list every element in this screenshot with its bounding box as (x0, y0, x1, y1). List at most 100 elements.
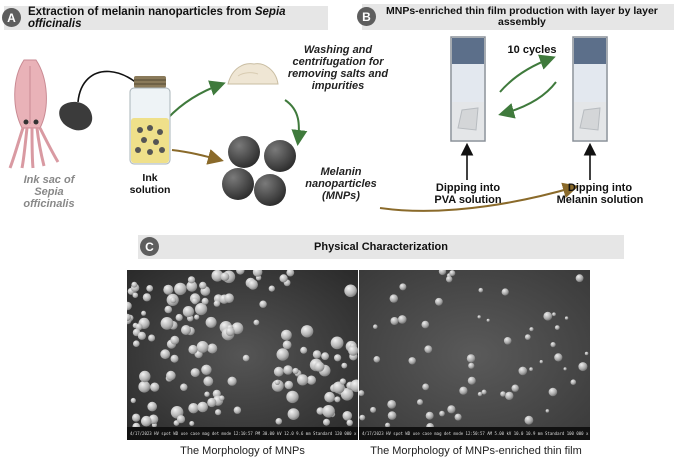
sem-particle (481, 389, 487, 395)
sem-particle (252, 270, 263, 277)
sem-left-info-bar: 4/17/2023 HV spot WD use case mag det mo… (127, 427, 358, 440)
panel-b-banner: MNPs-enriched thin film production with … (362, 4, 674, 30)
sem-particle (467, 376, 476, 385)
sem-particle (148, 334, 156, 342)
sem-particle (539, 360, 543, 364)
sem-particle (284, 380, 294, 390)
sem-particle (220, 272, 230, 281)
sem-particle (195, 303, 208, 316)
sem-particle (500, 391, 506, 397)
sem-particle (334, 354, 342, 362)
sem-particle (330, 336, 344, 350)
sem-particle (170, 297, 177, 304)
sem-particle (468, 362, 475, 369)
powder-icon (227, 63, 279, 85)
sem-left-particles (127, 270, 358, 440)
sem-particle (213, 300, 221, 307)
sem-particle (348, 345, 358, 356)
sem-particle (138, 380, 151, 393)
sem-particle (141, 310, 147, 316)
sem-particle (341, 362, 348, 369)
sem-particle (359, 390, 365, 397)
sem-particle (554, 353, 563, 362)
sem-particle (387, 411, 397, 420)
sem-particle (176, 415, 186, 424)
sem-particle (207, 343, 218, 354)
sem-particle (130, 397, 136, 404)
sem-particle (459, 386, 468, 395)
sem-right-info-bar: 4/17/2023 HV spot WD use case mag det mo… (359, 427, 590, 440)
sem-particle (187, 276, 196, 284)
sem-particle (563, 367, 567, 371)
sem-particle (160, 349, 171, 360)
sem-particle (166, 370, 176, 381)
sem-particle (439, 410, 445, 417)
sem-particle (300, 346, 308, 354)
panel-b-badge: B (357, 7, 376, 26)
sem-particle (543, 311, 553, 321)
sem-particle (292, 367, 299, 375)
sem-particle (529, 367, 533, 372)
sem-particle (182, 306, 194, 318)
sem-particle (191, 297, 199, 305)
sem-particle (344, 284, 357, 298)
panel-c-title: Physical Characterization (314, 241, 448, 253)
sem-particle (205, 316, 217, 328)
sem-particle (146, 285, 154, 292)
melanin-cuvette (572, 36, 608, 142)
sem-particle (132, 413, 141, 422)
sem-particle (552, 312, 556, 317)
sem-particle (454, 413, 462, 421)
sem-particle (417, 399, 423, 406)
sem-particle (236, 270, 245, 275)
sem-particle (196, 341, 209, 353)
sem-particle (373, 356, 381, 363)
sem-particle (141, 415, 152, 427)
sem-particle (253, 319, 260, 326)
sem-particle (204, 391, 210, 397)
squid-illustration (8, 59, 60, 169)
sem-particle (340, 388, 354, 401)
sem-particle (524, 415, 534, 425)
sem-particle (550, 342, 556, 348)
sem-particle (316, 407, 325, 415)
sem-particle (438, 270, 447, 276)
sem-particle (477, 391, 483, 397)
ink-solution-label: Ink solution (129, 172, 171, 196)
panel-c-badge: C (140, 237, 159, 256)
sem-particle (242, 354, 250, 362)
sem-particle (529, 327, 534, 332)
sem-particle (478, 287, 484, 293)
sem-particle (170, 335, 180, 345)
sem-particle (447, 405, 456, 414)
washing-label: Washing and centrifugation for removing … (287, 44, 389, 92)
sem-particle (224, 293, 234, 303)
mnp-label: Melanin nanoparticles (MNPs) (305, 166, 377, 202)
sem-particle (273, 366, 284, 377)
sem-particle (306, 375, 316, 385)
sem-particle (201, 364, 212, 375)
sem-particle (279, 274, 288, 283)
sem-particle (133, 340, 140, 347)
sem-particle (287, 408, 300, 420)
ink-solution-jar (129, 76, 171, 165)
sem-particle (321, 352, 329, 361)
sem-particle (477, 315, 481, 319)
panel-b-title: MNPs-enriched thin film production with … (386, 5, 658, 28)
sem-particle (359, 414, 366, 421)
panel-a-badge: A (2, 8, 21, 27)
sem-particle (346, 419, 353, 426)
sem-particle (259, 300, 267, 308)
sem-particle (449, 270, 456, 277)
sem-particle (389, 294, 398, 303)
sem-particle (174, 282, 187, 296)
sem-particle (211, 270, 224, 282)
sem-particle (275, 418, 283, 425)
sem-particle (486, 318, 490, 322)
sem-particle (186, 280, 198, 292)
sem-particle (199, 281, 207, 290)
panel-a-title: Extraction of melanin nanoparticles from… (28, 6, 286, 30)
sem-particle (554, 325, 560, 330)
sem-particle (170, 354, 179, 363)
sem-particle (137, 331, 146, 340)
